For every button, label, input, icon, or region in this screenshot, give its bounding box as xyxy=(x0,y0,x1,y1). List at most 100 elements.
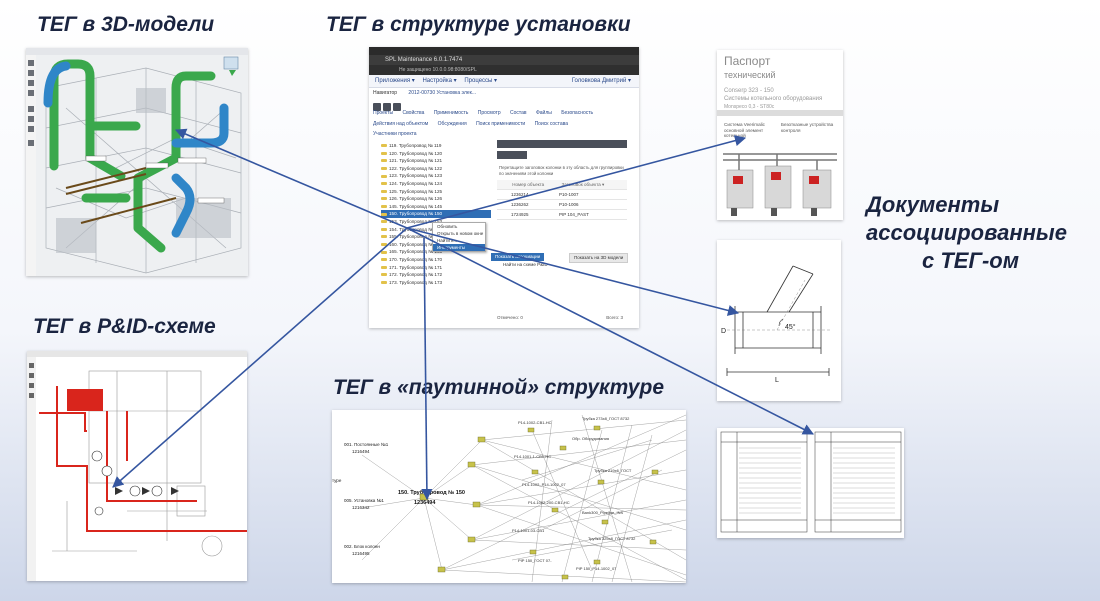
action-composition[interactable]: Состав xyxy=(510,110,527,116)
menu-settings[interactable]: Настройка ▾ xyxy=(422,78,457,84)
web-center-label: 150. Трубопровод № 150 xyxy=(398,489,465,496)
tree-item[interactable]: 171. Трубопровод № 171 xyxy=(381,264,491,272)
col-title[interactable]: Заголовок объекта ▾ xyxy=(561,182,605,187)
forward-icon[interactable] xyxy=(383,103,391,111)
action-projects[interactable]: Проекты xyxy=(373,110,394,116)
web-left-node-3: 002. Блок колонн xyxy=(344,544,380,549)
web-right-label: P14-1001-03-CB1 xyxy=(512,528,545,533)
action-participants[interactable]: Участники проекта xyxy=(373,131,417,137)
tree-item[interactable]: 126. Трубопровод № 126 xyxy=(381,195,491,203)
tree-item[interactable]: 173. Трубопровод № 173 xyxy=(381,279,491,287)
spec-sheets xyxy=(717,428,904,538)
user-menu[interactable]: Головкова Дмитрий ▾ xyxy=(571,78,631,84)
action-view[interactable]: Просмотр xyxy=(477,110,501,116)
action-search-applicability[interactable]: Поиск применимости xyxy=(476,121,526,127)
passport-text-left: Система Veerimalic основной элемент коте… xyxy=(724,122,765,138)
doc-drawing: 45° D L xyxy=(717,240,841,401)
action-row-3: Участники проекта xyxy=(373,131,425,137)
address-bar[interactable]: Не защищено 10.0.0.98:8080/SPL xyxy=(369,65,639,75)
right-toolbar[interactable] xyxy=(497,140,627,148)
ctx-find-in[interactable]: Найти в... xyxy=(437,238,458,243)
app-menu-bar: Приложения ▾ Настройка ▾ Процессы ▾ Голо… xyxy=(369,75,639,88)
menu-processes[interactable]: Процессы ▾ xyxy=(464,78,498,84)
show-in-3d-button[interactable]: Показать на 3D модели xyxy=(569,253,629,263)
heading-3d-model: ТЕГ в 3D-модели xyxy=(37,13,215,36)
navigator-label[interactable]: Навигатор xyxy=(373,90,398,96)
tree-item[interactable]: 150. Трубопровод № 150 xyxy=(381,210,491,218)
action-search-composition[interactable]: Поиск состава xyxy=(534,121,569,127)
action-row-2: Действия над объектом Обсуждения Поиск п… xyxy=(373,121,576,127)
window-title-bar xyxy=(369,47,639,55)
web-right-label: Bank300_Pipeline_INS xyxy=(582,510,623,515)
action-object-actions[interactable]: Действия над объектом xyxy=(373,121,429,127)
action-security[interactable]: Безопасность xyxy=(561,110,594,116)
navigator-current[interactable]: 2012-00730 Установка элек... xyxy=(408,90,477,96)
tree-item[interactable]: 119. Трубопровод № 119 xyxy=(381,142,491,150)
pid-diagram xyxy=(27,351,247,581)
right-toolbar-secondary[interactable] xyxy=(497,151,527,159)
objects-grid: Номер объекта Заголовок объекта ▾ 123621… xyxy=(497,180,627,220)
structure-window: SPL Maintenance 6.0.1.7474 Не защищено 1… xyxy=(369,47,639,328)
3d-toolbar-icons xyxy=(28,60,34,146)
toolbar-buttons xyxy=(373,98,403,116)
tree-item[interactable]: 122. Трубопровод № 122 xyxy=(381,165,491,173)
web-left-node-2-id: 1216342 xyxy=(352,505,370,510)
web-right-label: P14-1001-1-CB1-HC xyxy=(514,454,551,459)
tree-item[interactable]: 145. Трубопровод № 145 xyxy=(381,203,491,211)
web-center-id: 1236494 xyxy=(414,500,436,506)
grouping-hint: Перетащите заголовок колонки в эту облас… xyxy=(499,165,624,176)
dim-l: L xyxy=(775,377,779,384)
web-right-label: Трубка 273x8_ГОСТ 8732 xyxy=(582,416,630,421)
find-on-pid-item[interactable]: Найти на схеме P&ID xyxy=(503,262,548,267)
web-right-label: PIP 150_P14-1002_07 xyxy=(576,566,617,571)
tee-drawing: 45° D L xyxy=(717,240,841,401)
cancel-icon[interactable] xyxy=(393,103,401,111)
tree-item[interactable]: 124. Трубопровод № 124 xyxy=(381,180,491,188)
tree-item[interactable]: 125. Трубопровод № 125 xyxy=(381,188,491,196)
web-right-label: PIP 150_ГОСТ 07- xyxy=(518,558,552,563)
passport-line-1: Conserp 323 - 150 xyxy=(724,88,774,94)
tree-item[interactable]: 172. Трубопровод № 172 xyxy=(381,271,491,279)
action-properties[interactable]: Свойства xyxy=(402,110,425,116)
tree-item[interactable]: 120. Трубопровод № 120 xyxy=(381,150,491,158)
footer-total: Всего: 3 xyxy=(606,315,623,320)
ctx-refresh[interactable]: Обновить xyxy=(437,224,458,229)
panel-3d-model xyxy=(26,48,248,276)
web-right-label: Трубка 219x6_ГОСТ xyxy=(594,468,632,473)
menu-applications[interactable]: Приложения ▾ xyxy=(375,78,415,84)
tree-item[interactable]: 170. Трубопровод № 170 xyxy=(381,256,491,264)
ctx-open-new-window[interactable]: Открыть в новом окне xyxy=(437,231,484,236)
show-associations-button[interactable]: Показать ассоциации xyxy=(491,253,545,261)
web-left-node-1: 001. Постоянные №1 xyxy=(344,442,389,447)
web-left-node-1-id: 1216494 xyxy=(352,449,370,454)
tree-item[interactable]: 123. Трубопровод № 123 xyxy=(381,172,491,180)
context-menu: Обновить Открыть в новом окне Найти в...… xyxy=(432,222,486,252)
col-number[interactable]: Номер объекта xyxy=(512,182,545,187)
grid-footer: Отмечено: 0 Всего: 3 xyxy=(497,315,627,320)
grid-header: Номер объекта Заголовок объекта ▾ xyxy=(497,180,627,190)
passport-line-3: Monspeco 0,3 - ST80c xyxy=(724,104,775,110)
web-left-node-2: 005. Установка №1 xyxy=(344,498,384,503)
navigator-bar: Навигатор 2012-00730 Установка элек... xyxy=(373,90,476,96)
action-files[interactable]: Файлы xyxy=(535,110,552,116)
passport-divider xyxy=(717,110,843,116)
panel-pid xyxy=(27,351,247,581)
angle-label: 45° xyxy=(785,323,796,331)
ctx-tools[interactable]: Инструменты xyxy=(433,244,485,251)
doc-spec-sheets xyxy=(717,428,904,538)
3d-model-view xyxy=(26,48,248,276)
web-right-label: Трубка 325x8_ГОСТ 8732 xyxy=(588,536,636,541)
tree-item[interactable]: 121. Трубопровод № 121 xyxy=(381,157,491,165)
browser-tab[interactable]: SPL Maintenance 6.0.1.7474 xyxy=(369,55,639,65)
panel-web-graph: 150. Трубопровод № 150 1236494 001. Пост… xyxy=(332,410,686,583)
edit-icon[interactable] xyxy=(373,103,381,111)
passport-title: Паспорт xyxy=(724,54,771,68)
action-applicability[interactable]: Применимость xyxy=(433,110,469,116)
web-right-label: P14-1002-200-CB1-HC xyxy=(528,500,570,505)
action-row-1: Проекты Свойства Применимость Просмотр С… xyxy=(373,110,601,116)
action-discussions[interactable]: Обсуждения xyxy=(437,121,467,127)
web-left-node-3-id: 1216495 xyxy=(352,551,370,556)
